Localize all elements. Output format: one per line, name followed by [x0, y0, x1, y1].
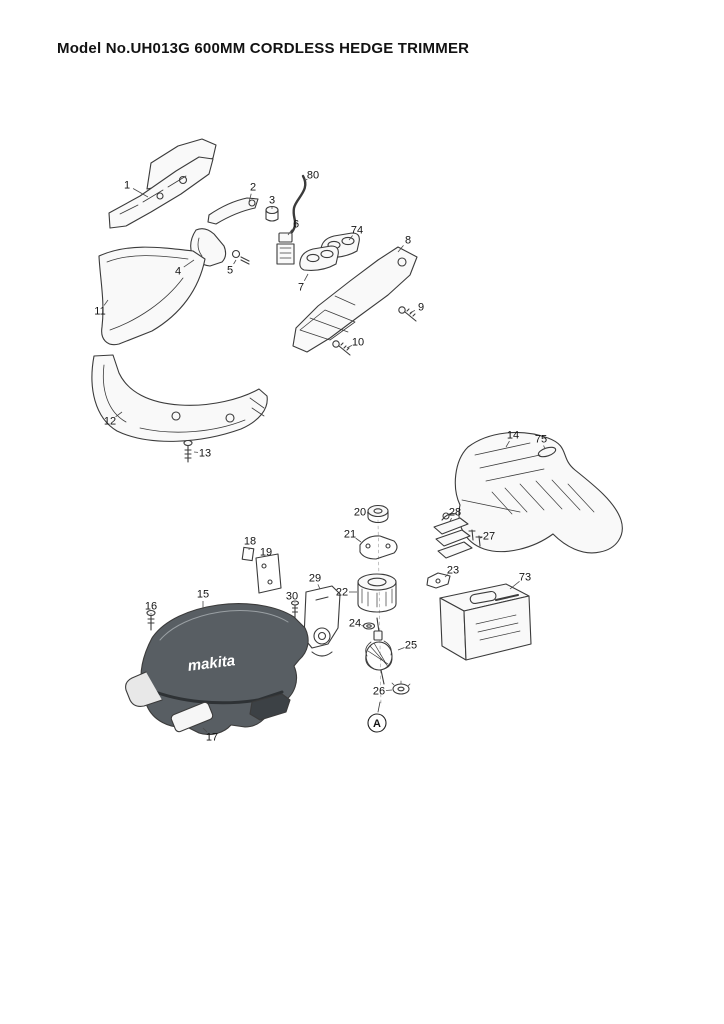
leader-line-8	[397, 245, 404, 253]
leader-line-75	[543, 445, 546, 450]
part-label-24: 24	[349, 618, 361, 630]
part-label-12: 12	[104, 416, 116, 428]
leader-line-23	[444, 574, 448, 578]
part-label-20: 20	[354, 507, 366, 519]
leader-line-28	[449, 517, 452, 522]
part-label-18: 18	[244, 536, 256, 548]
page-title: Model No.UH013G 600MM CORDLESS HEDGE TRI…	[57, 40, 470, 57]
part-label-17: 17	[206, 732, 218, 744]
part-label-80: 80	[307, 170, 319, 182]
part-label-28: 28	[449, 507, 461, 519]
part-label-22: 22	[336, 587, 348, 599]
part-22-stator-drawing	[357, 573, 397, 613]
part-8-motor-housing-drawing	[292, 246, 418, 353]
part-label-16: 16	[145, 601, 157, 613]
leader-line-10	[346, 345, 353, 349]
part-label-11: 11	[94, 306, 105, 318]
leader-line-73	[509, 581, 520, 590]
leader-line-12	[115, 411, 123, 418]
part-label-27: 27	[483, 531, 495, 543]
part-label-8: 8	[405, 235, 411, 247]
part-20-bearing-drawing	[367, 504, 389, 524]
part-24-washer-drawing	[362, 622, 376, 630]
part-label-75: 75	[535, 434, 547, 446]
part-label-21: 21	[344, 529, 356, 541]
brand-logo: makita	[187, 652, 236, 675]
leader-line-4	[183, 259, 195, 268]
part-27-screws-drawing	[468, 529, 483, 547]
part-label-3: 3	[269, 195, 275, 207]
detail-marker-circle	[367, 713, 387, 733]
part-label-23: 23	[447, 565, 459, 577]
leader-line-21	[355, 537, 362, 543]
part-13-screw-drawing	[183, 439, 193, 463]
leader-line-1	[132, 188, 149, 198]
part-73-accessory-kit-drawing	[439, 583, 532, 661]
part-label-74: 74	[351, 225, 363, 237]
leader-line-24	[361, 625, 364, 627]
part-label-15: 15	[197, 589, 209, 601]
part-3-sleeve-drawing	[265, 205, 279, 222]
part-label-7: 7	[298, 282, 304, 294]
marker-a-link-line	[377, 701, 381, 713]
part-19-plate-drawing	[255, 553, 282, 594]
leader-line-74	[348, 235, 353, 241]
part-label-10: 10	[352, 337, 364, 349]
part-label-19: 19	[260, 547, 272, 559]
part-29-motor-bracket-drawing	[303, 585, 341, 657]
part-label-30: 30	[286, 591, 298, 603]
part-28-controller-drawing	[433, 512, 473, 559]
part-label-14: 14	[507, 430, 519, 442]
leader-line-17	[202, 727, 208, 733]
part-15-main-body-drawing: makita	[125, 603, 309, 736]
part-label-29: 29	[309, 573, 321, 585]
part-label-5: 5	[227, 265, 233, 277]
part-80-lead-wire-drawing	[290, 174, 307, 234]
part-18-plate-drawing	[241, 546, 255, 562]
part-label-13: 13	[199, 448, 211, 460]
leader-line-9	[409, 310, 416, 314]
part-26-fan-drawing	[391, 680, 411, 695]
part-6-switch-block-drawing	[276, 232, 295, 265]
leader-line-11	[103, 299, 109, 306]
part-10-screw-drawing	[332, 340, 351, 356]
part-23-terminal-drawing	[426, 572, 451, 589]
leader-line-2	[248, 193, 252, 203]
part-label-73: 73	[519, 572, 531, 584]
part-label-25: 25	[405, 640, 417, 652]
leader-line-80	[305, 178, 308, 181]
part-label-2: 2	[250, 182, 256, 194]
part-label-6: 6	[293, 219, 299, 231]
leader-line-14	[505, 440, 510, 448]
part-25-armature-drawing	[365, 617, 393, 685]
leader-line-5	[233, 259, 237, 265]
part-1-top-handle-drawing	[108, 138, 217, 229]
part-12-loop-handle-drawing	[91, 354, 268, 442]
part-9-screw-drawing	[398, 306, 417, 322]
part-5-spring-drawing	[231, 249, 250, 265]
leader-line-6	[287, 229, 293, 236]
part-label-4: 4	[175, 266, 181, 278]
leader-line-25	[397, 647, 405, 651]
leader-line-29	[317, 584, 321, 590]
part-14-rear-housing-drawing	[454, 431, 623, 554]
part-label-1: 1	[124, 180, 130, 192]
detail-marker-letter: A	[373, 718, 381, 730]
leader-line-7	[303, 273, 309, 282]
part-2-lever-drawing	[207, 197, 259, 225]
part-7-switch-drawing	[299, 245, 339, 271]
part-75-label-drawing	[537, 446, 557, 458]
part-21-baffle-drawing	[359, 535, 398, 560]
part-11-handle-cover-drawing	[98, 246, 206, 346]
part-label-9: 9	[418, 302, 424, 314]
exploded-axis-line	[377, 519, 382, 706]
part-label-26: 26	[373, 686, 385, 698]
part-17-nameplate-drawing	[170, 701, 214, 733]
